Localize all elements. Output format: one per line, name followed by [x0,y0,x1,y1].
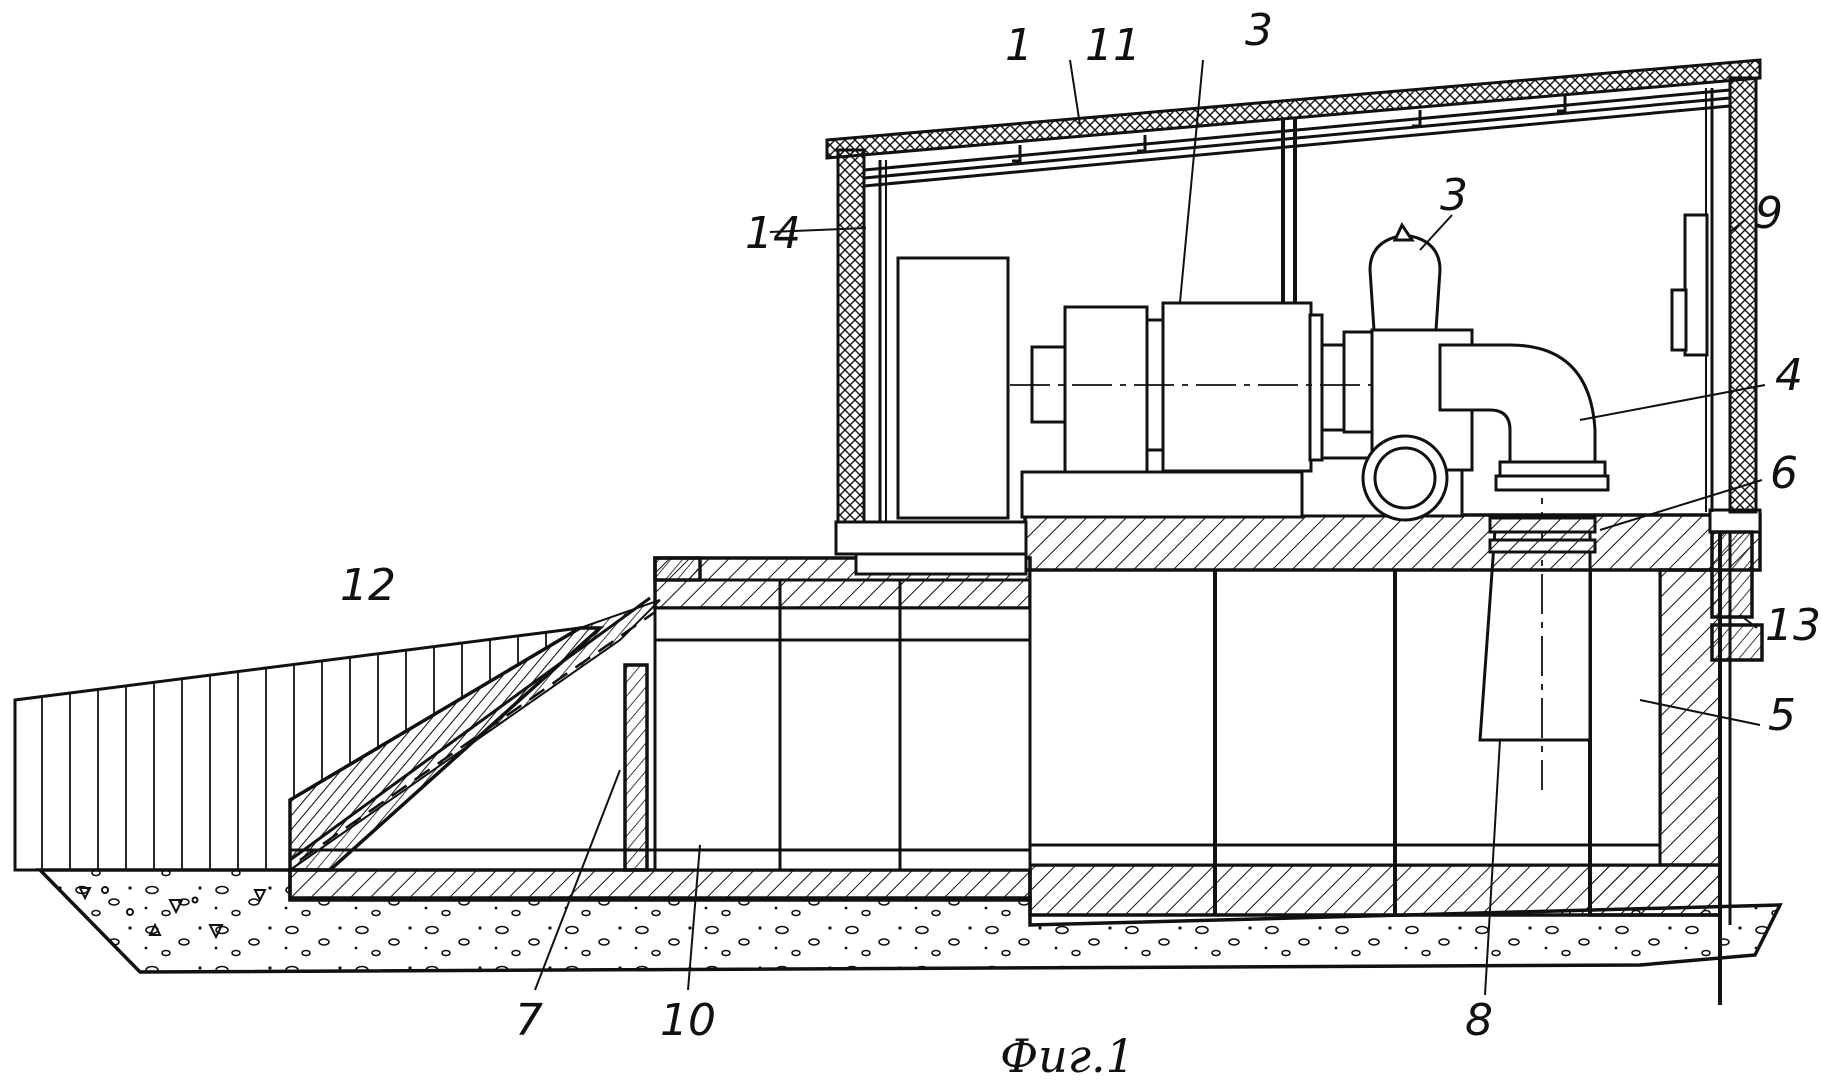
motor-housing-left [1063,305,1149,474]
label-6: 6 [1770,448,1798,499]
label-8: 8 [1465,995,1493,1046]
building-group [825,58,1764,662]
label-7: 7 [515,995,543,1046]
label-12: 12 [340,560,396,611]
label-14: 14 [745,208,801,259]
motor-flange [1308,313,1324,462]
label-11: 11 [1085,20,1141,71]
label-9: 9 [1755,188,1783,239]
wall-left-insulation [836,148,866,524]
motor-shaft-coupling [1320,343,1346,432]
fence-13-lower [1710,623,1764,662]
label-5: 5 [1768,690,1796,741]
labels: 1 11 3 3 14 9 4 6 12 13 5 7 10 8 Фиг.1 [340,5,1821,1080]
label-1: 1 [1005,20,1033,71]
floor-slab-left [834,520,1028,556]
floor-slab-left-base [854,552,1028,576]
aggregate-marks [78,886,267,940]
slope-dash [299,610,656,862]
label-3-pump: 3 [1440,170,1468,221]
fence-13 [1710,530,1754,619]
floor-slab-6 [1023,513,1762,572]
pump-outlet-bore [1373,446,1437,510]
elbow-flange [1498,460,1607,478]
cabinet [896,256,1010,520]
label-13: 13 [1765,600,1821,651]
pump-base [1020,470,1304,519]
label-4: 4 [1775,350,1803,401]
elbow-flange-b [1494,474,1610,492]
label-3-motor: 3 [1245,5,1273,56]
roof-brackets [1012,95,1567,163]
label-10: 10 [660,995,716,1046]
channel-group [290,450,1662,915]
gate-7 [623,663,649,872]
leader-lines [534,59,1766,996]
pump-coupling [1342,330,1374,434]
wall-right-9 [1728,76,1758,514]
motor-housing-3 [1161,301,1313,473]
channel-floor-left [288,868,1032,902]
channel-top-cap [653,556,702,582]
wall-panel-small [1670,288,1688,352]
wall-panel [1683,213,1709,357]
figure-caption: Фиг.1 [1000,1029,1135,1080]
slope-line [289,596,651,862]
chamber-10 [653,606,1032,872]
roof-11 [825,58,1762,160]
elbow-pipe-4 [1438,343,1597,467]
foundation-group [13,530,1783,1005]
roof-underlayer [863,88,1731,188]
pump-volute-top [1392,221,1415,242]
